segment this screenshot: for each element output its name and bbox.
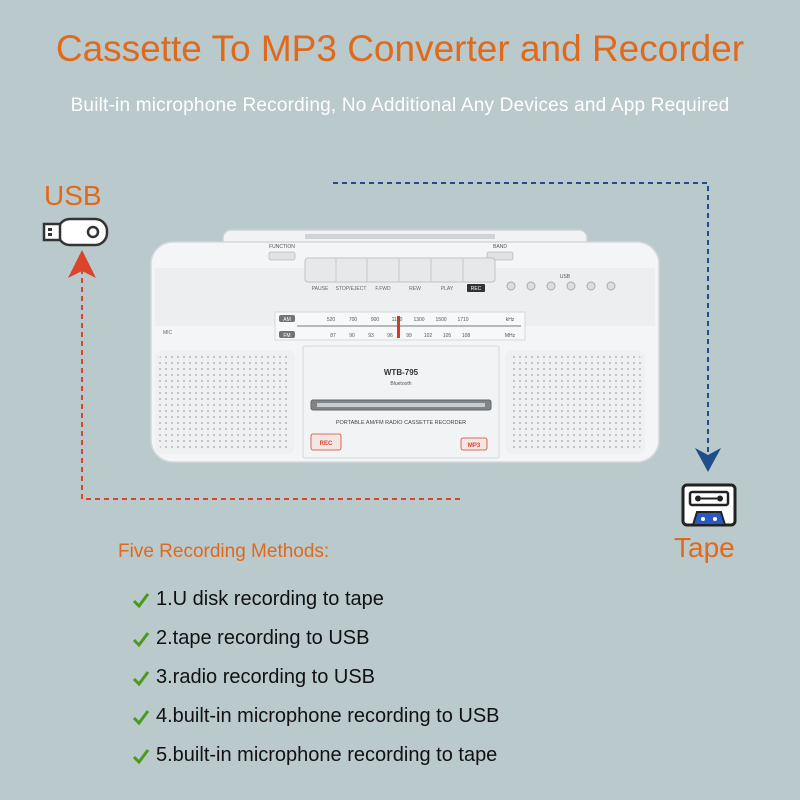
- method-text: 2.tape recording to USB: [156, 627, 370, 649]
- checkmark-icon: [132, 670, 150, 686]
- deck-btn-label-3: REW: [409, 286, 421, 292]
- usb-flow-line: [81, 268, 460, 500]
- svg-text:1100: 1100: [392, 317, 403, 323]
- cassette-recorder-device: FUNCTION BAND PAUSE STOP/EJECT F.FWD REW…: [150, 229, 660, 463]
- method-text: 1.U disk recording to tape: [156, 588, 384, 610]
- svg-text:99: 99: [406, 333, 412, 339]
- cassette-tape-icon: [681, 483, 737, 527]
- am-label: AM: [283, 317, 291, 323]
- fm-label: FM: [283, 333, 290, 339]
- band-label: BAND: [493, 244, 507, 250]
- svg-text:520: 520: [327, 317, 336, 323]
- mic-label: MIC: [163, 330, 173, 336]
- method-text: 5.built-in microphone recording to tape: [156, 744, 498, 766]
- svg-text:kHz: kHz: [506, 317, 515, 323]
- deck-btn-label-2: F.FWD: [375, 286, 391, 292]
- bluetooth-label: Bluetooth: [390, 381, 411, 387]
- svg-text:102: 102: [424, 333, 433, 339]
- svg-text:1300: 1300: [413, 317, 424, 323]
- fm-scale: 87 90 93 96 99 102 105 108 MHz: [330, 333, 515, 339]
- deck-btn-label-5: REC: [471, 286, 482, 292]
- deck-btn-label-0: PAUSE: [312, 286, 329, 292]
- tape-label: Tape: [674, 532, 735, 563]
- methods-title: Five Recording Methods:: [118, 541, 330, 562]
- svg-text:MHz: MHz: [505, 333, 516, 339]
- method-text: 4.built-in microphone recording to USB: [156, 705, 500, 727]
- method-item: 5.built-in microphone recording to tape: [132, 736, 500, 775]
- mp3-badge: MP3: [468, 443, 481, 449]
- svg-text:1500: 1500: [435, 317, 446, 323]
- usb-arrow-head: [68, 250, 96, 278]
- deck-btn-label-4: PLAY: [441, 286, 454, 292]
- deck-btn-label-1: STOP/EJECT: [336, 286, 367, 292]
- am-scale: 520 700 900 1100 1300 1500 1710 kHz: [327, 317, 515, 323]
- checkmark-icon: [132, 631, 150, 647]
- checkmark-icon: [132, 748, 150, 764]
- method-item: 3.radio recording to USB: [132, 658, 500, 697]
- svg-text:108: 108: [462, 333, 471, 339]
- device-description: PORTABLE AM/FM RADIO CASSETTE RECORDER: [336, 420, 466, 426]
- page-title: Cassette To MP3 Converter and Recorder: [55, 28, 745, 69]
- method-item: 1.U disk recording to tape: [132, 580, 500, 619]
- tape-arrow-head: [695, 448, 721, 472]
- methods-list: 1.U disk recording to tape 2.tape record…: [132, 580, 500, 775]
- model-label: WTB-795: [384, 368, 419, 377]
- svg-text:96: 96: [387, 333, 393, 339]
- svg-text:1710: 1710: [457, 317, 468, 323]
- page-subtitle: Built-in microphone Recording, No Additi…: [70, 95, 730, 116]
- svg-text:87: 87: [330, 333, 336, 339]
- method-item: 4.built-in microphone recording to USB: [132, 697, 500, 736]
- checkmark-icon: [132, 592, 150, 608]
- svg-text:93: 93: [368, 333, 374, 339]
- deck-buttons[interactable]: [304, 257, 496, 283]
- method-item: 2.tape recording to USB: [132, 619, 500, 658]
- usb-controls-label: USB: [560, 274, 571, 280]
- usb-label: USB: [44, 180, 102, 211]
- svg-text:105: 105: [443, 333, 452, 339]
- usb-drive-icon: [42, 217, 109, 247]
- checkmark-icon: [132, 709, 150, 725]
- function-label: FUNCTION: [269, 244, 295, 250]
- method-text: 3.radio recording to USB: [156, 666, 376, 688]
- tape-flow-line: [333, 182, 709, 458]
- rec-badge: REC: [320, 441, 333, 447]
- svg-text:700: 700: [349, 317, 358, 323]
- svg-text:90: 90: [349, 333, 355, 339]
- svg-text:900: 900: [371, 317, 380, 323]
